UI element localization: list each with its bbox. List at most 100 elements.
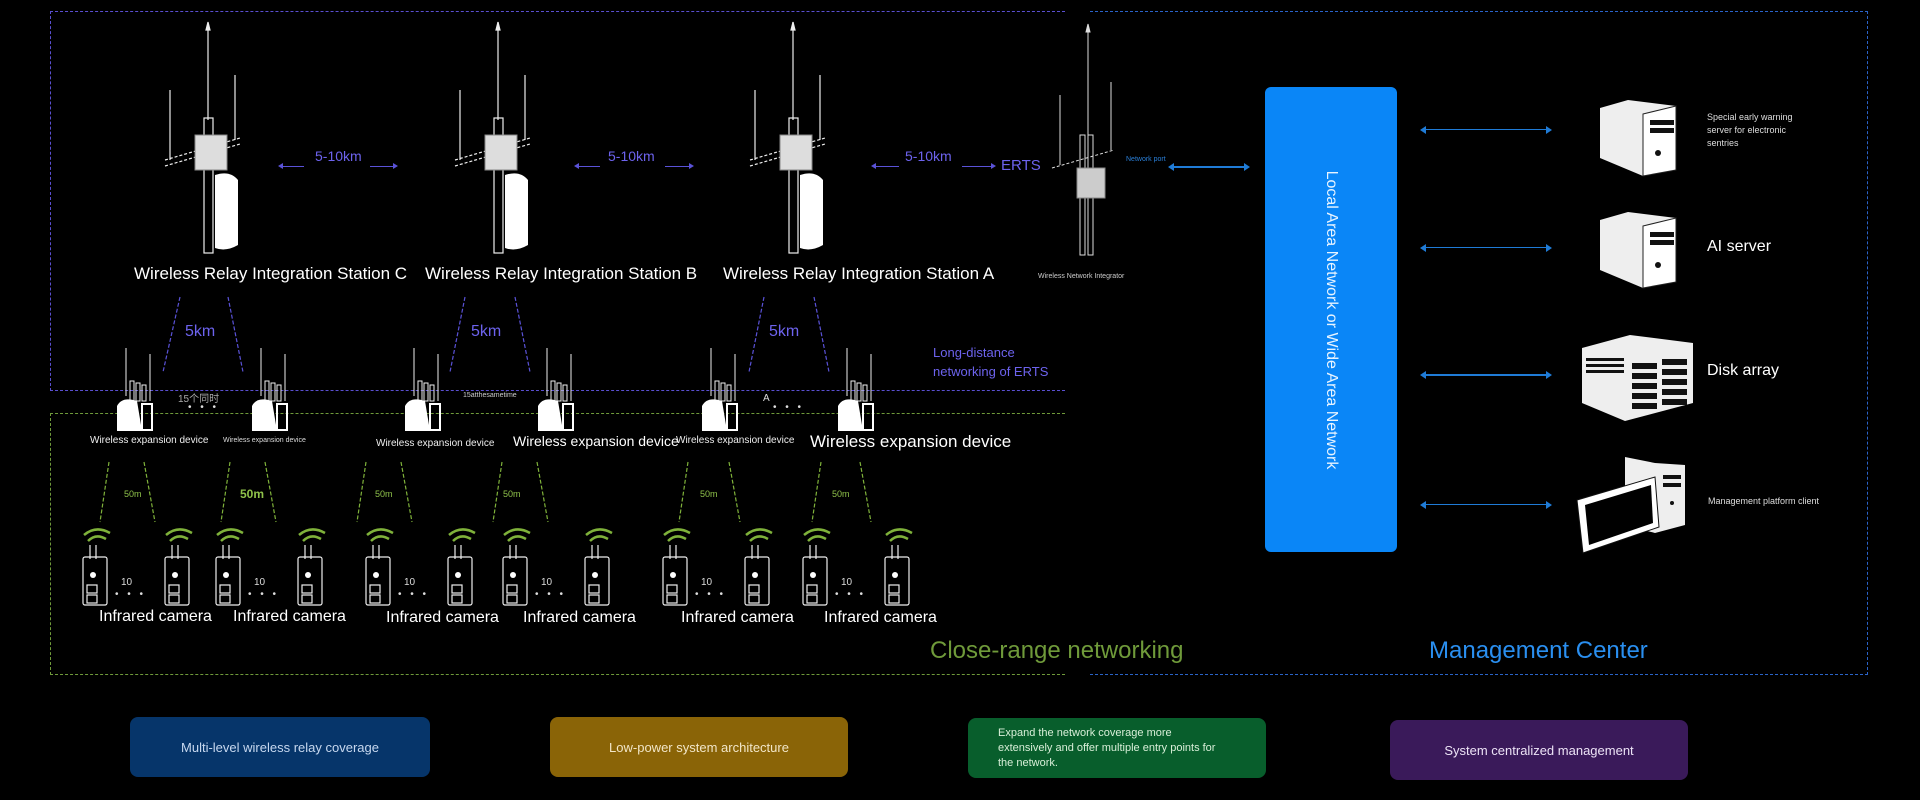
desktop-client-icon: [1576, 457, 1685, 554]
device-label: Management platform client: [1708, 496, 1820, 506]
expansion-device-icon: [405, 348, 441, 431]
ellipsis-dots: • • •: [188, 402, 220, 413]
mgmt-link-arrow: [1420, 371, 1552, 379]
feature-text: Expand the network coverage more extensi…: [998, 726, 1216, 769]
expansion-device-label: Wireless expansion device: [223, 437, 306, 444]
feature-text: Low-power system architecture: [609, 739, 789, 755]
distance-5km-c: 5km: [185, 323, 216, 340]
camera-distance: 50m: [700, 489, 718, 499]
expansion-device-label: Wireless expansion device: [810, 432, 1012, 451]
relay-distance-a-erts: 5-10km: [905, 148, 952, 164]
infrared-camera-icon: [215, 528, 244, 606]
infrared-camera-icon: [82, 528, 111, 606]
camera-distance: 50m: [240, 487, 265, 501]
management-zone-border: [1090, 11, 1868, 675]
lan-wan-label: Local Area Network or Wide Area Network: [1323, 170, 1340, 469]
lan-wan-box: Local Area Network or Wide Area Network: [1265, 87, 1397, 552]
distance-5km-a: 5km: [769, 323, 800, 340]
relay-distance-c-b: 5-10km: [315, 148, 362, 164]
infrared-camera-icon: [297, 528, 326, 606]
expansion-device-label: Wireless expansion device: [676, 435, 795, 446]
infrared-camera-icon: [164, 528, 193, 606]
infrared-camera-icon: [584, 528, 613, 606]
infrared-camera-label: Infrared camera: [233, 608, 346, 625]
link-arrow-left: [871, 163, 899, 169]
relay-tower-icon: [454, 21, 531, 254]
infrared-camera-label: Infrared camera: [824, 609, 937, 626]
link-arrow-right: [370, 163, 398, 169]
ellipsis-dots: • • •: [773, 402, 805, 413]
close-range-title: Close-range networking: [930, 637, 1184, 664]
link-arrow-left: [574, 163, 600, 169]
ellipsis-dots: • • •: [535, 589, 567, 600]
expansion-device-icon: [117, 348, 153, 431]
expansion-device-label: Wireless expansion device: [513, 433, 679, 449]
concurrency-note: 15atthesametime: [463, 392, 517, 399]
integrator-lan-arrow: [1168, 163, 1250, 171]
station-b-label: Wireless Relay Integration Station B: [425, 264, 698, 283]
expansion-device-icon: [252, 348, 288, 431]
infrared-camera-icon: [365, 528, 394, 606]
server-tower-icon: [1600, 212, 1677, 289]
device-label: Special early warning server for electro…: [1707, 112, 1793, 148]
expansion-device-label: Wireless expansion device: [90, 435, 209, 446]
link-arrow-right: [665, 163, 694, 169]
infrared-camera-label: Infrared camera: [99, 608, 212, 625]
network-integrator-icon: [1051, 23, 1115, 256]
ellipsis-dots: • • •: [835, 589, 867, 600]
relay-tower-icon: [749, 21, 826, 254]
management-center-title: Management Center: [1429, 637, 1648, 664]
camera-count: 10: [121, 577, 133, 588]
camera-distance: 50m: [832, 489, 850, 499]
station-a-label: Wireless Relay Integration Station A: [723, 264, 995, 283]
feature-badge-centralized-management: System centralized management: [1390, 720, 1688, 780]
camera-count: 10: [254, 577, 266, 588]
infrared-camera-icon: [802, 528, 831, 606]
integrator-label: Wireless Network Integrator: [1038, 273, 1125, 280]
infrared-camera-label: Infrared camera: [386, 609, 499, 626]
feature-badge-relay-coverage: Multi-level wireless relay coverage: [130, 717, 430, 777]
feature-badge-coverage-expansion: Expand the network coverage more extensi…: [968, 718, 1266, 778]
link-arrow-right: [962, 163, 996, 169]
infrared-camera-label: Infrared camera: [523, 609, 636, 626]
camera-distance: 50m: [124, 489, 142, 499]
camera-count: 10: [541, 577, 553, 588]
camera-distance: 50m: [503, 489, 521, 499]
station-c-label: Wireless Relay Integration Station C: [134, 264, 408, 283]
mgmt-link-arrow: [1420, 126, 1552, 134]
expansion-device-icon: [538, 348, 574, 431]
ellipsis-dots: • • •: [398, 589, 430, 600]
expansion-device-icon: [838, 348, 874, 431]
long-distance-caption: Long-distance networking of ERTS: [933, 345, 1049, 379]
infrared-camera-icon: [447, 528, 476, 606]
camera-distance: 50m: [375, 489, 393, 499]
concurrency-note: A: [763, 393, 770, 404]
network-port-label: Network port: [1126, 156, 1166, 163]
infrared-camera-icon: [744, 528, 773, 606]
erts-label: ERTS: [1001, 157, 1041, 174]
infrared-camera-icon: [502, 528, 531, 606]
infrared-camera-icon: [884, 528, 913, 606]
expansion-device-label: Wireless expansion device: [376, 438, 495, 449]
ellipsis-dots: • • •: [695, 589, 727, 600]
device-label: Disk array: [1707, 362, 1780, 379]
disk-array-icon: [1582, 335, 1693, 421]
ellipsis-dots: • • •: [248, 589, 280, 600]
camera-count: 10: [404, 577, 416, 588]
expansion-device-icon: [702, 348, 738, 431]
mgmt-link-arrow: [1420, 501, 1552, 509]
ellipsis-dots: • • •: [115, 589, 147, 600]
feature-text: Multi-level wireless relay coverage: [181, 739, 379, 755]
relay-distance-b-a: 5-10km: [608, 148, 655, 164]
device-label: AI server: [1707, 238, 1772, 255]
link-arrow-left: [278, 163, 304, 169]
concurrency-note: 15个同时: [178, 394, 220, 405]
distance-5km-b: 5km: [471, 323, 502, 340]
camera-count: 10: [841, 577, 853, 588]
server-tower-icon: [1600, 100, 1677, 177]
feature-badge-low-power: Low-power system architecture: [550, 717, 848, 777]
infrared-camera-label: Infrared camera: [681, 609, 794, 626]
infrared-camera-icon: [662, 528, 691, 606]
